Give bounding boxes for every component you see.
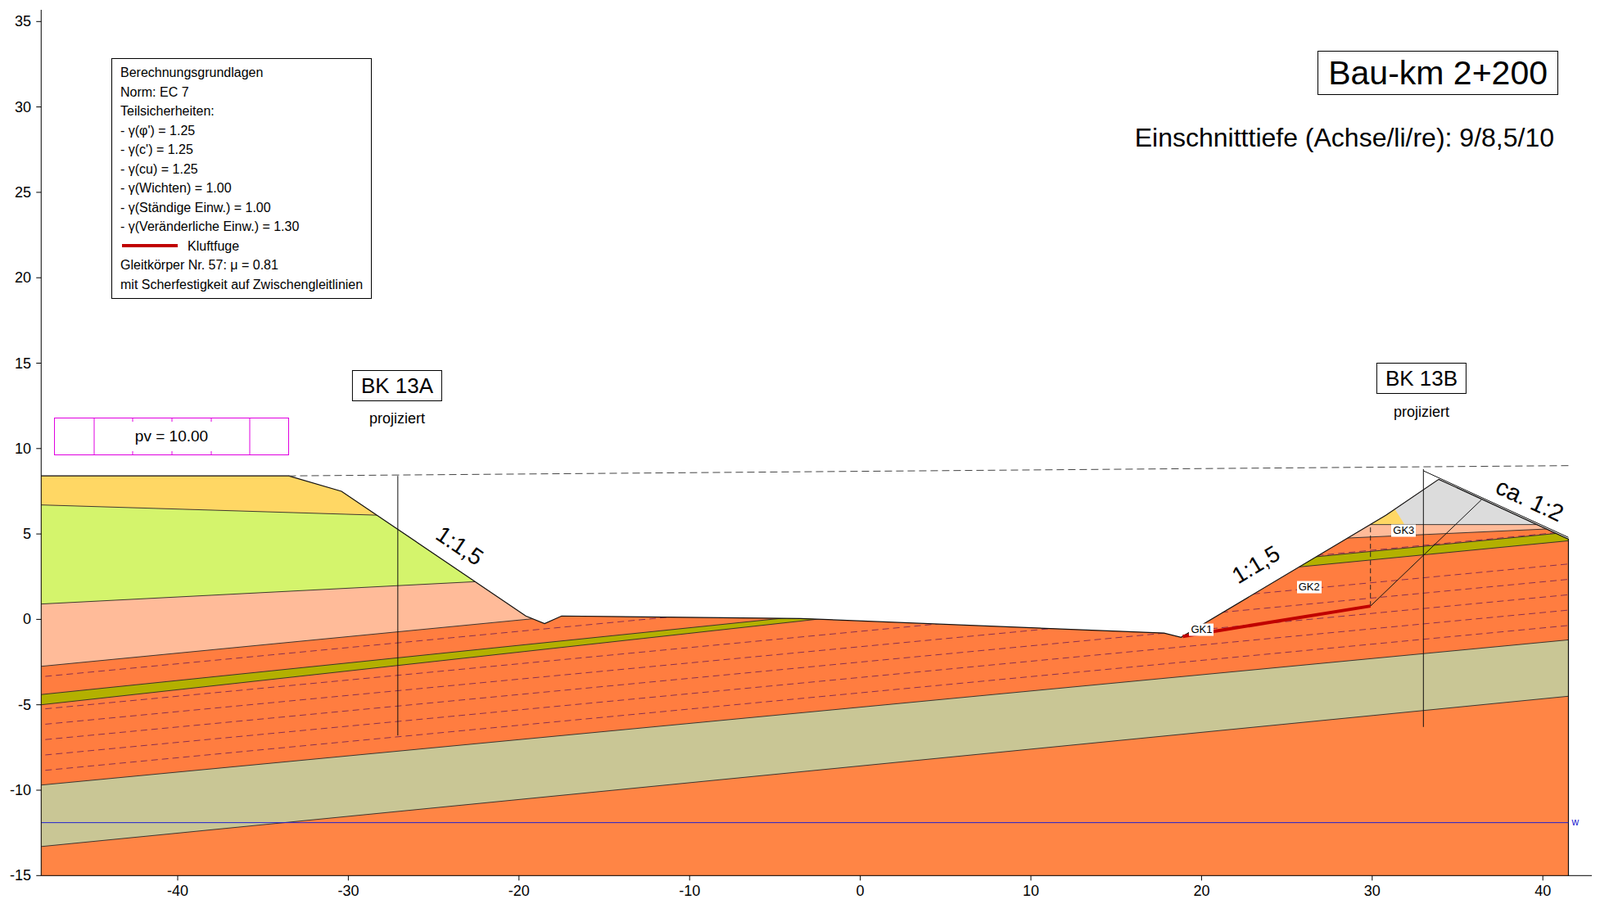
borehole-bk13a: [397, 475, 398, 736]
projected-note: projiziert: [369, 410, 425, 428]
node-text: - γ(c') = 1.25: [120, 140, 363, 160]
y-tick: [36, 533, 41, 535]
x-tick-label: 20: [1193, 882, 1210, 900]
node-text: Norm: EC 7: [120, 82, 363, 103]
layer-boundary: [23, 611, 605, 669]
y-tick: [36, 875, 41, 877]
slope-ratio: ca. 1:2: [1491, 473, 1568, 529]
x-tick: [1371, 875, 1373, 881]
x-tick-label: 0: [856, 882, 865, 900]
node-text: - γ(φ') = 1.25: [120, 121, 363, 141]
x-tick: [689, 875, 691, 881]
water-label: w: [1571, 817, 1579, 829]
x-tick: [348, 875, 349, 881]
borehole-box: BK 13A: [352, 370, 443, 402]
layer-boundary: [23, 614, 860, 707]
y-tick: [36, 362, 41, 364]
node-text: Gleitkörper Nr. 57: μ = 0.81: [120, 255, 363, 276]
x-tick: [1201, 875, 1203, 881]
salmon-layer-right: [1201, 524, 1594, 546]
y-axis: [40, 9, 42, 876]
water-level: [40, 822, 1569, 823]
y-tick-label: -5: [18, 696, 32, 714]
load-divider: [249, 417, 251, 456]
slip-body-label: GK1: [1188, 623, 1214, 636]
node-text: mit Scherfestigkeit auf Zwischengleitlin…: [120, 275, 363, 295]
station-box: Bau-km 2+200: [1317, 50, 1559, 95]
y-tick-label: 35: [14, 13, 32, 31]
slope-line: [1423, 470, 1569, 538]
cut-depth-note: Einschnitttiefe (Achse/li/re): 9/8,5/10: [1134, 122, 1555, 154]
borehole-box: BK 13B: [1376, 362, 1467, 394]
y-tick: [36, 704, 41, 706]
y-tick: [36, 447, 41, 449]
green-layer-left: [23, 504, 605, 606]
y-tick-label: 15: [14, 354, 32, 372]
slope-ratio: 1:1,5: [1227, 540, 1285, 590]
legend-line-sample: [120, 241, 180, 250]
x-tick-label: 30: [1364, 882, 1381, 900]
y-tick-label: -15: [9, 867, 32, 885]
projected-note: projiziert: [1393, 403, 1450, 421]
load-box: pv = 10.00: [54, 417, 290, 456]
slip-body-label: GK2: [1297, 580, 1322, 593]
legend-line: [122, 244, 178, 248]
slope-ratio: 1:1,5: [430, 520, 489, 572]
yellow-layer-left: [23, 277, 605, 522]
node-text: - γ(Veränderliche Einw.) = 1.30: [120, 216, 363, 237]
y-tick: [36, 191, 41, 193]
node-text: Teilsicherheiten:: [120, 101, 363, 122]
slip-divider: [1369, 524, 1371, 607]
x-tick-label: 10: [1022, 882, 1040, 900]
node-text: - γ(Wichten) = 1.00: [120, 178, 363, 199]
x-tick-label: -20: [508, 882, 530, 900]
y-tick-label: 30: [14, 98, 32, 116]
x-tick-label: -40: [167, 882, 189, 900]
x-tick: [177, 875, 179, 881]
original-terrain: [288, 465, 1569, 477]
node-text: BK 13B: [1385, 365, 1458, 392]
layer-boundary: [23, 693, 1594, 849]
x-tick-label: 40: [1534, 882, 1551, 900]
load-divider: [94, 417, 95, 456]
joint-line: [1182, 605, 1370, 637]
basis-box: BerechnungsgrundlagenNorm: EC 7Teilsiche…: [111, 58, 372, 299]
node-text: - γ(Ständige Einw.) = 1.00: [120, 198, 363, 218]
x-tick: [1030, 875, 1032, 881]
node-text: Berechnungsgrundlagen: [120, 63, 363, 83]
node-text: pv = 10.00: [135, 427, 208, 446]
y-tick: [36, 277, 41, 279]
x-tick-label: -10: [678, 882, 701, 900]
layer-boundary: [23, 574, 605, 605]
y-tick-label: 5: [22, 525, 32, 543]
x-tick: [1542, 875, 1544, 881]
x-tick: [859, 875, 861, 881]
ground-surface: [40, 475, 1569, 876]
y-tick: [36, 790, 41, 791]
strata: [23, 277, 1594, 893]
node-text: BK 13A: [361, 372, 434, 399]
y-tick-label: 25: [14, 184, 32, 202]
y-tick-label: 20: [14, 269, 32, 287]
y-tick: [36, 106, 41, 108]
y-tick-label: -10: [9, 781, 32, 800]
x-tick-label: -30: [337, 882, 359, 900]
layer-boundary: [23, 504, 605, 523]
y-tick: [36, 619, 41, 620]
node-text: - γ(cu) = 1.25: [120, 159, 363, 180]
y-tick: [36, 21, 41, 23]
borehole-bk13b: [1423, 469, 1424, 728]
x-axis: [40, 875, 1592, 877]
legend-item: Kluftfuge: [120, 236, 363, 257]
slip-surface: [1370, 499, 1482, 606]
legend-text: Kluftfuge: [187, 236, 240, 257]
y-tick-label: 0: [22, 610, 32, 629]
layer-boundary: [23, 637, 1594, 787]
x-tick: [518, 875, 520, 881]
y-tick-label: 10: [14, 439, 32, 457]
khaki-band: [23, 637, 1594, 848]
node-text: Bau-km 2+200: [1328, 53, 1548, 93]
slip-body-label: GK3: [1391, 524, 1416, 537]
layer-boundary: [23, 610, 860, 697]
